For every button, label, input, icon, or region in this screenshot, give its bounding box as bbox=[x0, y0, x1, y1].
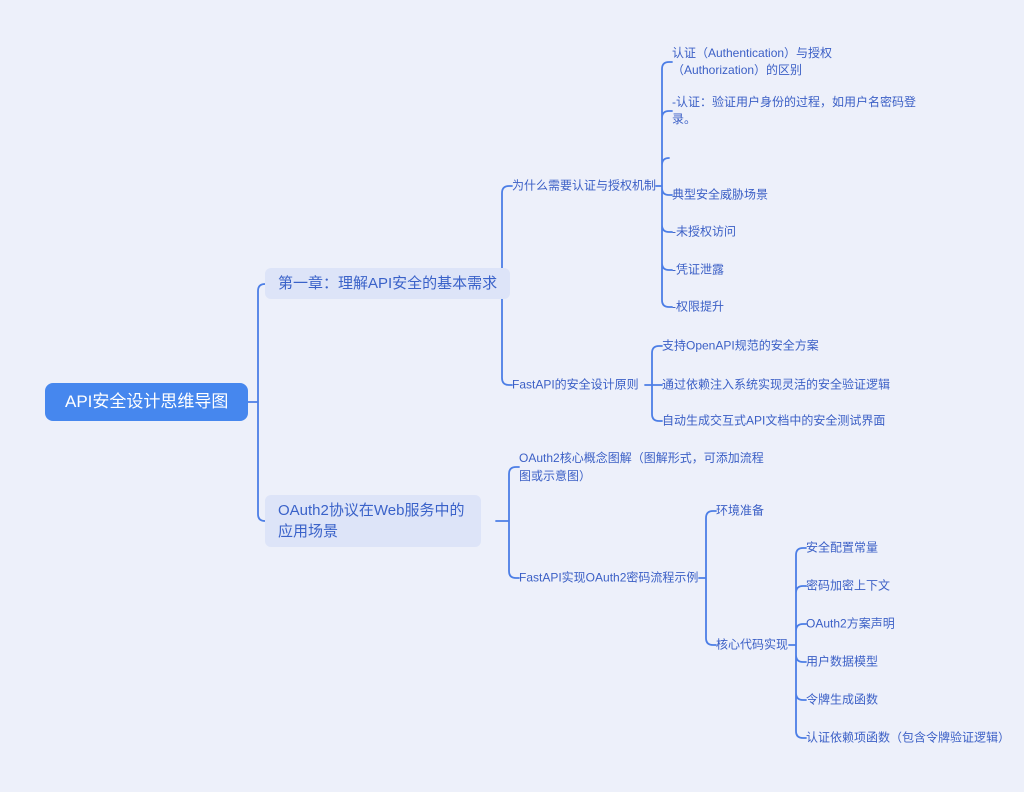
connector-principles-group bbox=[644, 345, 663, 422]
leaf-password-context[interactable]: 密码加密上下文 bbox=[806, 578, 891, 593]
leaf-privilege-escalation[interactable]: -权限提升 bbox=[672, 299, 724, 314]
node-core-code[interactable]: 核心代码实现 bbox=[716, 637, 789, 652]
connector-core-code-group bbox=[788, 547, 807, 739]
node-fastapi-principles[interactable]: FastAPI的安全设计原则 bbox=[512, 377, 639, 392]
node-chapter1[interactable]: 第一章：理解API安全的基本需求 bbox=[265, 268, 511, 299]
leaf-env-setup[interactable]: 环境准备 bbox=[716, 503, 765, 518]
node-chapter2[interactable]: OAuth2协议在Web服务中的应用场景 bbox=[265, 495, 481, 547]
node-password-flow[interactable]: FastAPI实现OAuth2密码流程示例 bbox=[519, 570, 699, 585]
leaf-interactive-docs[interactable]: 自动生成交互式API文档中的安全测试界面 bbox=[662, 413, 886, 428]
leaf-oauth2-scheme-declaration[interactable]: OAuth2方案声明 bbox=[806, 616, 895, 631]
leaf-security-constants[interactable]: 安全配置常量 bbox=[806, 540, 879, 555]
root-node[interactable]: API安全设计思维导图 bbox=[45, 383, 249, 421]
leaf-dependency-injection[interactable]: 通过依赖注入系统实现灵活的安全验证逻辑 bbox=[662, 377, 891, 392]
node-why-auth[interactable]: 为什么需要认证与授权机制 bbox=[512, 178, 657, 193]
leaf-credential-leak[interactable]: -凭证泄露 bbox=[672, 262, 724, 277]
leaf-auth-dependency[interactable]: 认证依赖项函数（包含令牌验证逻辑） bbox=[806, 730, 1011, 745]
leaf-oauth2-concept[interactable]: OAuth2核心概念图解（图解形式，可添加流程图或示意图） bbox=[519, 451, 764, 483]
leaf-token-generation[interactable]: 令牌生成函数 bbox=[806, 692, 879, 707]
leaf-auth-definition[interactable]: -认证：验证用户身份的过程，如用户名密码登录。 bbox=[672, 95, 916, 126]
leaf-openapi-scheme[interactable]: 支持OpenAPI规范的安全方案 bbox=[662, 338, 819, 353]
connector-chapter2-group bbox=[495, 466, 520, 579]
leaf-unauthorized-access[interactable]: -未授权访问 bbox=[672, 224, 736, 239]
node-empty[interactable] bbox=[662, 151, 676, 165]
leaf-threat-scenarios[interactable]: 典型安全威胁场景 bbox=[672, 187, 769, 202]
connector-password-flow-group bbox=[698, 510, 717, 646]
connector-root-group bbox=[247, 283, 266, 522]
leaf-auth-vs-authz[interactable]: 认证（Authentication）与授权（Authorization）的区别 bbox=[672, 46, 833, 77]
connector-why-auth-group bbox=[655, 61, 673, 308]
leaf-user-data-model[interactable]: 用户数据模型 bbox=[806, 654, 879, 669]
